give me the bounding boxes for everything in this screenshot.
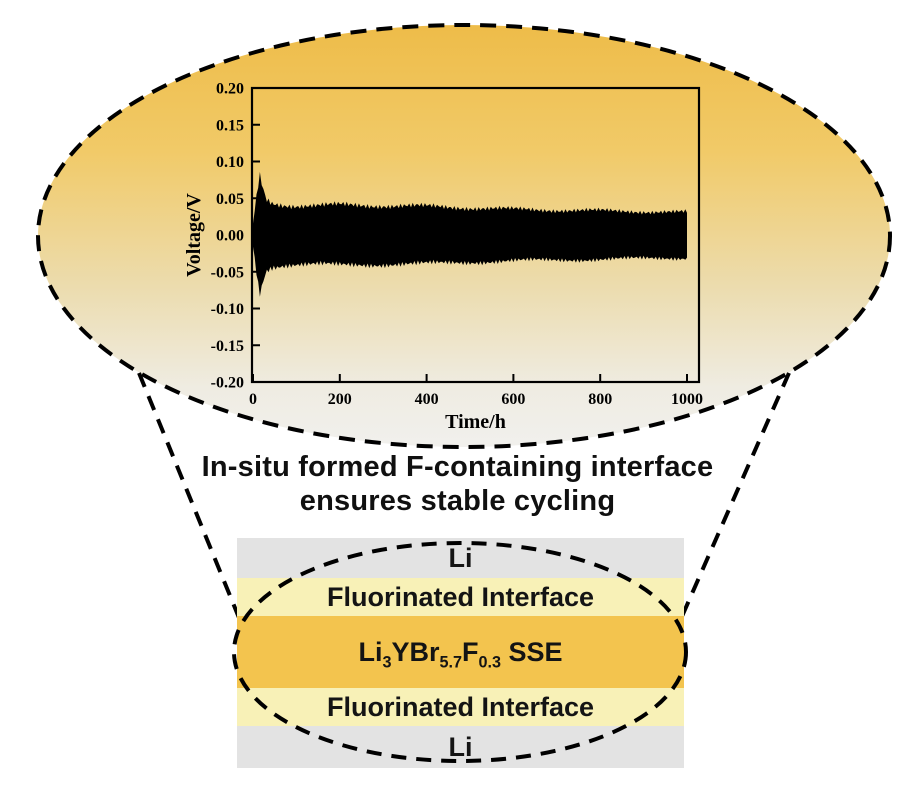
y-axis-label: Voltage/V [183,193,205,277]
headline-line2: ensures stable cycling [299,485,616,517]
funnel-left-line [137,372,246,631]
y-tick-label: 0.00 [216,228,244,245]
layer-label: Fluorinated Interface [326,581,595,612]
layer-label: Li3YBr5.7F0.3 SSE [358,636,563,671]
cell-stack: Li Fluorinated Interface Li3YBr5.7F0.3 S… [237,538,684,768]
headline: In-situ formed F-containing interface en… [0,450,915,518]
x-tick-label: 800 [588,391,612,408]
layer-li-bottom: Li [237,726,684,768]
funnel-right-line [674,372,791,631]
x-tick-label: 400 [415,391,439,408]
x-tick-label: 200 [328,391,352,408]
y-tick-label: 0.20 [216,81,244,98]
y-tick-label: -0.15 [211,338,244,355]
layer-li-top: Li [237,538,684,578]
layer-fluorinated-interface-top: Fluorinated Interface [237,578,684,616]
layer-label: Fluorinated Interface [326,691,595,722]
x-tick-label: 0 [249,391,257,408]
x-tick-label: 1000 [671,391,703,408]
voltage-time-chart: 0.20 0.15 0.10 0.05 0.00 -0.05 -0.10 -0.15 -0.20… [183,81,703,434]
layer-label: Li [448,542,473,573]
voltage-band [253,171,687,297]
y-tick-label: 0.15 [216,117,244,134]
headline-line1: In-situ formed F-containing interface [201,451,714,483]
y-tick-label: -0.10 [211,301,244,318]
x-tick-label: 600 [501,391,525,408]
layer-label: Li [448,731,473,762]
y-tick-label: -0.05 [211,264,244,281]
y-tick-label: 0.10 [216,154,244,171]
x-axis-label: Time/h [445,411,506,433]
y-tick-label: 0.05 [216,191,244,208]
y-tick-label: -0.20 [211,375,244,392]
layer-fluorinated-interface-bottom: Fluorinated Interface [237,688,684,726]
layer-sse: Li3YBr5.7F0.3 SSE [237,616,684,688]
